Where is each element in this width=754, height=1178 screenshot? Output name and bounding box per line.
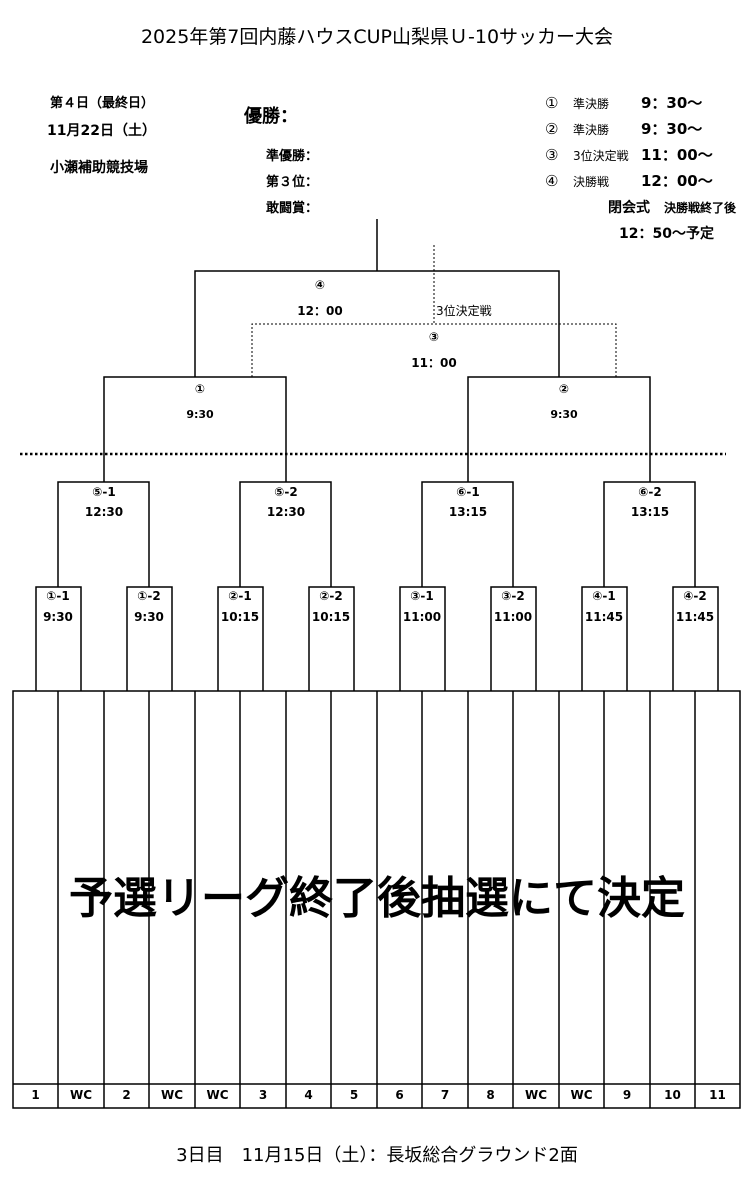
schedule-time: 9：30〜: [641, 120, 703, 138]
date-label: 11月22日（土）: [47, 123, 156, 139]
round1-time: 11:45: [675, 610, 715, 624]
team-slot: 4: [304, 1088, 313, 1102]
r1-4-1-bracket: [581, 586, 628, 691]
schedule-name: 決勝戦: [573, 175, 610, 189]
team-slot: 11: [709, 1088, 726, 1102]
closing-ceremony-note: 決勝戦終了後: [664, 201, 737, 215]
r1-1-1-bracket: [35, 586, 82, 691]
schedule-row: ③ 3位決定戦 11：00〜: [545, 144, 713, 165]
schedule-name: 準決勝: [573, 123, 610, 137]
team-slot: WC: [570, 1088, 593, 1102]
fighting-spirit-label: 敢闘賞：: [266, 201, 319, 216]
schedule-num: ④: [545, 172, 559, 190]
round1-time: 9:30: [43, 610, 73, 624]
team-slot: 6: [395, 1088, 404, 1102]
semi-2-id: ②: [558, 382, 570, 396]
round1-id: ②-1: [228, 589, 252, 603]
schedule-name: 準決勝: [573, 97, 610, 111]
final-id: ④: [314, 278, 326, 292]
quarter-5-1-bracket: [57, 481, 150, 587]
schedule-num: ②: [545, 120, 559, 138]
team-slot: 9: [622, 1088, 632, 1102]
quarter-time: 12:30: [84, 505, 124, 519]
venue-label: 小瀬補助競技場: [50, 160, 148, 176]
draw-note: 予選リーグ終了後抽選にて決定: [69, 873, 685, 924]
quarter-time: 12:30: [266, 505, 306, 519]
third-place-label: 3位決定戦: [436, 304, 492, 318]
round1-id: ③-2: [501, 589, 525, 603]
quarter-time: 13:15: [630, 505, 670, 519]
team-slot: 2: [122, 1088, 131, 1102]
r1-1-2-bracket: [126, 586, 173, 691]
team-slot: WC: [206, 1088, 229, 1102]
third-place-label: 第３位：: [266, 175, 319, 190]
schedule-num: ①: [545, 94, 559, 112]
semi-1-id: ①: [194, 382, 206, 396]
schedule-name: 3位決定戦: [573, 149, 629, 163]
round1-id: ④-2: [683, 589, 707, 603]
semi-1-bracket: [103, 376, 287, 482]
team-slot: 3: [258, 1088, 268, 1102]
round1-time: 10:15: [220, 610, 260, 624]
semi-1-time: 9:30: [186, 408, 214, 421]
round1-time: 11:45: [584, 610, 624, 624]
runner-up-label: 準優勝：: [266, 149, 319, 164]
r1-3-2-bracket: [490, 586, 537, 691]
r1-3-1-bracket: [399, 586, 446, 691]
team-slot: 5: [349, 1088, 359, 1102]
r1-2-2-bracket: [308, 586, 355, 691]
quarter-id: ⑥-2: [638, 485, 662, 499]
schedule-row: ④ 決勝戦 12：00〜: [545, 170, 713, 191]
semi-2-bracket: [467, 376, 651, 482]
closing-ceremony-label: 閉会式: [608, 200, 650, 216]
third-place-id: ③: [428, 330, 440, 344]
r1-2-1-bracket: [217, 586, 264, 691]
team-slot: 8: [486, 1088, 495, 1102]
r1-4-2-bracket: [672, 586, 719, 691]
page-title: 2025年第7回内藤ハウスCUP山梨県Ｕ-10サッカー大会: [140, 26, 614, 48]
round1-time: 11:00: [493, 610, 533, 624]
schedule-row: ② 準決勝 9：30〜: [545, 118, 702, 139]
schedule-row: ① 準決勝 9：30〜: [545, 92, 702, 113]
round1-time: 9:30: [134, 610, 164, 624]
team-slot: WC: [69, 1088, 93, 1102]
semi-2-time: 9:30: [550, 408, 578, 421]
round1-id: ②-2: [319, 589, 343, 603]
team-slot: WC: [524, 1088, 548, 1102]
quarter-id: ⑤-2: [274, 485, 298, 499]
team-slot: 7: [440, 1088, 450, 1102]
team-slot: 1: [31, 1088, 40, 1102]
round1-time: 10:15: [311, 610, 351, 624]
round1-id: ③-1: [410, 589, 434, 603]
winner-label: 優勝：: [244, 106, 298, 127]
round1-time: 11:00: [402, 610, 442, 624]
quarter-6-2-bracket: [603, 481, 696, 587]
closing-ceremony-time: 12：50〜予定: [619, 226, 714, 242]
third-place-time: 11：00: [411, 356, 457, 370]
round1-id: ①-2: [137, 589, 161, 603]
schedule-time: 11：00〜: [641, 146, 713, 164]
day-label: 第４日（最終日）: [50, 96, 155, 111]
quarter-id: ⑥-1: [456, 485, 480, 499]
final-time: 12：00: [297, 304, 343, 318]
quarter-5-2-bracket: [239, 481, 332, 587]
schedule-time: 9：30〜: [641, 94, 703, 112]
quarter-id: ⑤-1: [92, 485, 116, 499]
round1-id: ④-1: [592, 589, 616, 603]
schedule-time: 12：00〜: [641, 172, 713, 190]
team-slot: WC: [160, 1088, 184, 1102]
team-slot: 10: [664, 1088, 681, 1102]
schedule-num: ③: [545, 146, 559, 164]
round1-id: ①-1: [46, 589, 70, 603]
quarter-time: 13:15: [448, 505, 488, 519]
quarter-6-1-bracket: [421, 481, 514, 587]
footer-note: 3日目 11月15日（土）：長坂総合グラウンド2面: [176, 1145, 578, 1166]
